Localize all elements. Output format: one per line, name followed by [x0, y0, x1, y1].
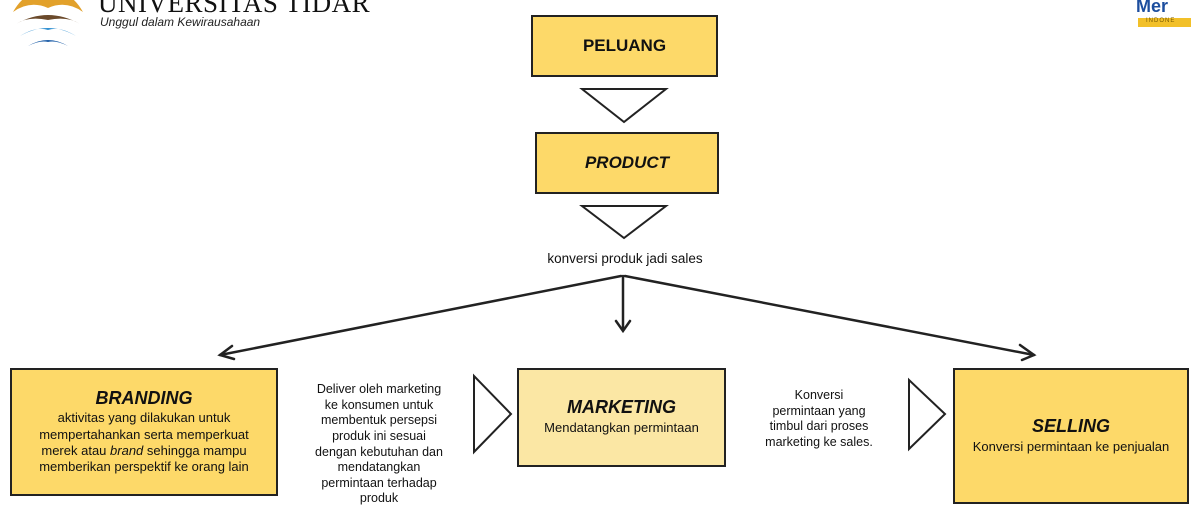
marketing-description: Mendatangkan permintaan	[544, 420, 699, 436]
triangle-down-2	[579, 205, 669, 240]
branding-desc-line: memberikan perspektif ke orang lain	[39, 459, 249, 475]
conversion-label: konversi produk jadi sales	[547, 251, 703, 266]
branding-desc-text: sehingga mampu	[143, 442, 247, 458]
branding-desc-italic: brand	[110, 442, 144, 458]
note-line: permintaan yang	[772, 403, 866, 418]
note-line: permintaan terhadap	[321, 475, 437, 490]
university-tagline: Unggul dalam Kewirausahaan	[100, 15, 261, 29]
arrow-to-selling	[623, 274, 1036, 357]
selling-box: SELLING Konversi permintaan ke penjualan	[953, 368, 1189, 504]
product-label: PRODUCT	[584, 153, 670, 172]
branding-box: BRANDING aktivitas yang dilakukan untuk …	[10, 368, 278, 496]
peluang-label: PELUANG	[582, 36, 667, 55]
konversi-note: Konversi permintaan yang timbul dari pro…	[744, 388, 894, 451]
note-line: ke konsumen untuk	[324, 397, 434, 412]
marketing-box: MARKETING Mendatangkan permintaan	[517, 368, 726, 467]
selling-description: Konversi permintaan ke penjualan	[972, 438, 1170, 454]
deliver-note: Deliver oleh marketing ke konsumen untuk…	[295, 382, 463, 507]
note-line: mendatangkan	[337, 460, 421, 475]
triangle-right-1	[473, 373, 513, 455]
note-line: membentuk persepsi	[320, 413, 438, 428]
partner-logo-text: Mer	[1136, 0, 1169, 16]
peluang-box: PELUANG	[531, 15, 718, 77]
note-line: dengan kebutuhan dan	[315, 444, 443, 459]
branding-desc-text: merek atau	[41, 442, 111, 458]
arrow-to-branding	[218, 274, 623, 357]
note-line: produk ini sesuai	[332, 428, 426, 443]
note-line: Deliver oleh marketing	[316, 382, 442, 396]
partner-logo-subtext: INDONE	[1146, 18, 1176, 24]
marketing-title: MARKETING	[567, 397, 676, 418]
branding-desc-line: mempertahankan serta memperkuat	[39, 426, 249, 442]
triangle-right-2	[908, 377, 947, 452]
branding-desc-line: aktivitas yang dilakukan untuk	[57, 410, 231, 426]
partner-logo-icon: Mer INDONE	[1134, 0, 1191, 28]
note-line: produk	[359, 491, 399, 506]
university-logo-icon	[8, 0, 88, 52]
selling-title: SELLING	[1031, 415, 1110, 436]
triangle-down-1	[579, 88, 669, 124]
note-line: marketing ke sales.	[765, 434, 873, 449]
branding-desc-line: merek atau brand sehingga mampu	[39, 443, 249, 459]
note-line: timbul dari proses	[769, 419, 869, 434]
note-line: Konversi	[794, 388, 844, 402]
product-box: PRODUCT	[535, 132, 719, 194]
branding-title: BRANDING	[95, 387, 193, 408]
branding-description: aktivitas yang dilakukan untuk mempertah…	[39, 410, 249, 475]
university-name: UNIVERSITAS TIDAR	[98, 0, 371, 18]
